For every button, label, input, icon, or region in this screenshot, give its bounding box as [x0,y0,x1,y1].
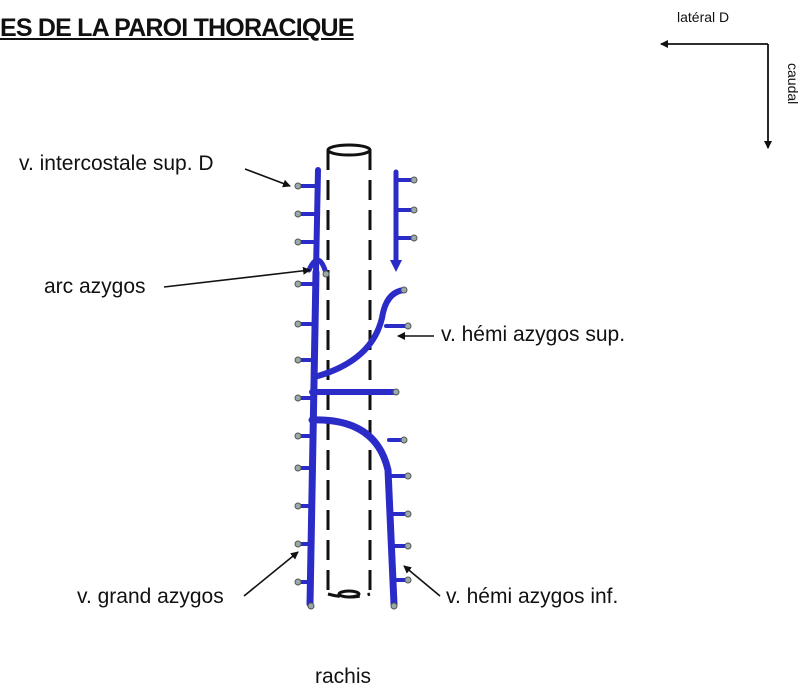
leader-arrows [163,168,441,597]
label-grand-azygos: v. grand azygos [77,585,224,608]
left-vein-ends [294,182,315,610]
right-vein-ends [322,176,418,610]
hemi-azygos-inf-vein [308,416,398,608]
arrow-arc-azygos [163,266,311,288]
label-arc-azygos: arc azygos [44,275,146,298]
label-hemi-azygos-sup: v. hémi azygos sup. [441,323,626,346]
orientation-axes [660,40,772,149]
page-title: ES DE LA PAROI THORACIQUE [0,14,354,42]
arrow-intercostale [244,168,291,188]
label-hemi-azygos-inf: v. hémi azygos inf. [446,585,619,608]
hemi-azygos-sup-branch [315,287,407,379]
label-rachis: rachis [315,665,372,688]
lateral-label: latéral D [677,9,730,25]
arrow-grand-azygos [243,551,299,597]
label-intercostale-sup: v. intercostale sup. D [19,152,214,175]
arrow-hemi-inf [403,565,441,597]
